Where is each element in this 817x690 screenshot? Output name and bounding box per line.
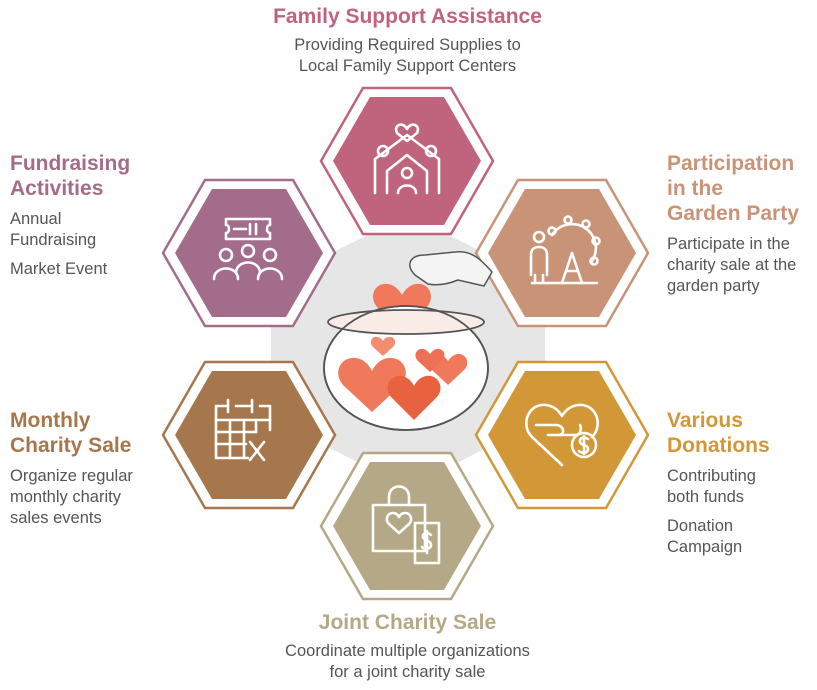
jar-hearts xyxy=(338,336,468,420)
hex-garden-party xyxy=(488,189,636,317)
segment-family-support: Family Support Assistance Providing Requ… xyxy=(200,4,615,77)
calendar-x4-icon xyxy=(214,398,272,462)
house-family-icon xyxy=(373,123,441,195)
segment-monthly-charity: Monthly Charity Sale Organize regular mo… xyxy=(10,408,180,529)
segment-title-line: Donations xyxy=(667,434,770,457)
segment-desc-line: Providing Required Supplies to xyxy=(294,36,521,54)
segment-desc-line: Fundraising xyxy=(10,231,97,249)
segment-title-line: Fundraising xyxy=(10,152,131,175)
hex-fundraising xyxy=(175,189,323,317)
segment-title-line: Activities xyxy=(10,177,104,200)
segment-title-line: Garden Party xyxy=(667,202,799,225)
heart-hand-dollar-icon xyxy=(525,403,599,467)
segment-desc-line: charity sale at the xyxy=(667,256,797,274)
jar-rim xyxy=(327,309,485,335)
segment-title-line: Participation xyxy=(667,152,795,175)
segment-title-line: Various xyxy=(667,409,743,432)
jar-front-outline xyxy=(323,305,489,431)
hand-illustration xyxy=(409,250,493,287)
segment-desc-line: Contributing xyxy=(667,467,756,485)
segment-desc-line: Market Event xyxy=(10,260,108,278)
segment-desc-line: garden party xyxy=(667,277,760,295)
segment-garden-party: Participation in the Garden Party Partic… xyxy=(667,151,817,297)
segment-joint-charity: Joint Charity Sale Coordinate multiple o… xyxy=(200,610,615,683)
segment-desc-line: both funds xyxy=(667,488,745,506)
segment-desc-line: Local Family Support Centers xyxy=(298,57,517,75)
hex-family-support xyxy=(333,97,481,225)
segment-desc-line: Coordinate multiple organizations xyxy=(285,642,530,660)
segment-title: Joint Charity Sale xyxy=(318,611,497,634)
segment-desc-line: Campaign xyxy=(667,538,743,556)
segment-desc-line: sales events xyxy=(10,509,102,527)
shopping-bag-dollar-icon xyxy=(371,485,441,565)
segment-desc-line: Organize regular xyxy=(10,467,133,485)
segment-fundraising: Fundraising Activities Annual Fundraisin… xyxy=(10,151,180,280)
segment-desc-line: monthly charity xyxy=(10,488,121,506)
segment-title-line: Charity Sale xyxy=(10,434,132,457)
segment-title-line: in the xyxy=(667,177,723,200)
segment-desc-line: Participate in the xyxy=(667,235,790,253)
donation-jar-illustration xyxy=(323,250,493,431)
ferris-wheel-icon xyxy=(529,215,601,285)
ticket-people-icon xyxy=(212,217,284,281)
segment-desc-line: Donation xyxy=(667,517,734,535)
segment-title: Family Support Assistance xyxy=(273,5,542,28)
segment-title-line: Monthly xyxy=(10,409,91,432)
segment-various-donations: Various Donations Contributing both fund… xyxy=(667,408,817,558)
segment-desc-line: for a joint charity sale xyxy=(329,663,486,681)
hex-monthly-charity xyxy=(175,371,323,499)
segment-desc-line: Annual xyxy=(10,210,62,228)
